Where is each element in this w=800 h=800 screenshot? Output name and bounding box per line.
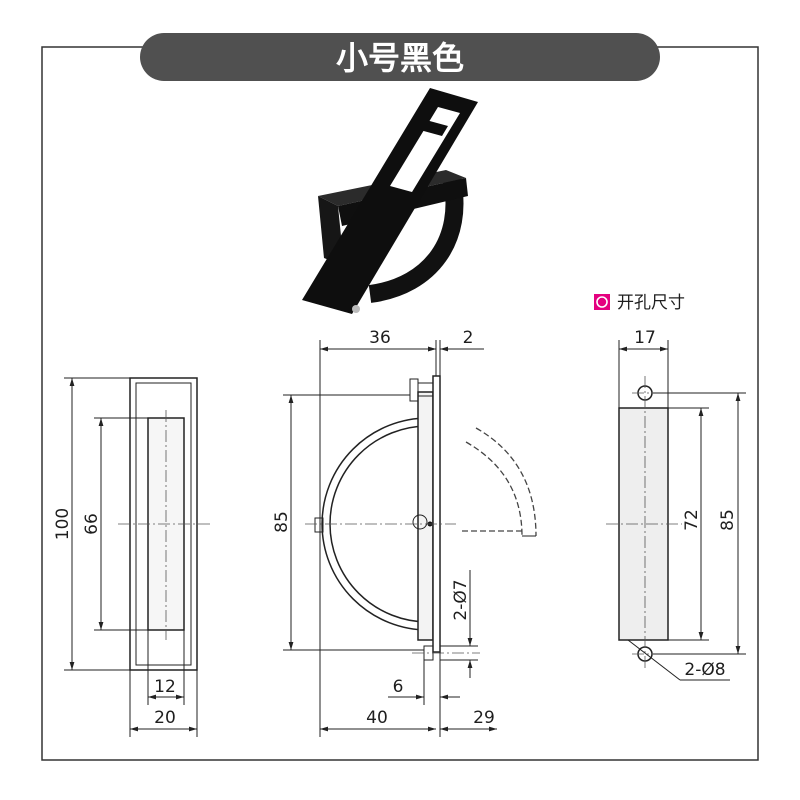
- cutout-view: 17 72 85 2-Ø8: [606, 328, 746, 681]
- dim-front-slot-height: 66: [82, 417, 148, 631]
- dim-side-pin-offset: 6: [388, 652, 460, 737]
- dim-front-total-height: 100: [53, 377, 130, 671]
- dim-front-slot-width: 12: [147, 630, 185, 705]
- dim-side-pin-diameter: 2-Ø7: [440, 570, 478, 678]
- dim-label: 29: [473, 708, 495, 728]
- dim-label: 6: [393, 677, 404, 697]
- product-photo: [302, 88, 478, 314]
- swung-handle-outline-inner: [465, 441, 523, 537]
- dim-front-total-width: 20: [129, 670, 198, 737]
- dim-label: 12: [154, 677, 176, 697]
- dim-label: 40: [366, 708, 388, 728]
- pivot-ring: [412, 514, 428, 530]
- side-view: 36 2 85 2-Ø7 6: [272, 328, 537, 737]
- dim-cutout-hole-spacing: 85: [653, 392, 746, 655]
- top-nut: [417, 382, 434, 397]
- dim-label: 2: [463, 328, 474, 348]
- dim-label: 72: [682, 509, 702, 531]
- legend-label: 开孔尺寸: [617, 293, 685, 313]
- dim-label: 66: [82, 513, 102, 535]
- title-background: [140, 33, 660, 81]
- dim-cutout-width: 17: [618, 328, 669, 408]
- dim-cutout-slot-height: 72: [668, 407, 709, 641]
- plate-latch: [420, 120, 448, 136]
- dim-label: 85: [718, 509, 738, 531]
- front-view: 100 66 12 20: [53, 377, 210, 737]
- dim-cutout-hole-diameter: 2-Ø8: [627, 639, 730, 681]
- dim-side-depth-left: 40: [320, 708, 436, 732]
- legend: 开孔尺寸: [594, 293, 685, 313]
- dim-side-height: 85: [272, 394, 424, 651]
- handle-arc-outer: [321, 417, 429, 631]
- top-screw: [409, 378, 419, 402]
- dim-label: 85: [272, 511, 292, 533]
- page-title: 小号黑色: [336, 39, 464, 77]
- title-pill: 小号黑色: [140, 33, 660, 81]
- screw-icon: [352, 305, 360, 313]
- dim-side-depth-right: 29: [440, 708, 497, 732]
- hole-marker-circle: [596, 296, 608, 308]
- side-base: [417, 391, 434, 641]
- swung-handle-outline: [475, 427, 537, 537]
- front-inner-border: [135, 382, 192, 666]
- dim-label: 100: [53, 508, 73, 540]
- handle-tab: [314, 517, 324, 533]
- dim-label: 17: [634, 328, 656, 348]
- dim-side-plate-thickness: 2: [414, 328, 484, 376]
- dim-label: 2-Ø8: [684, 660, 725, 680]
- side-plate: [432, 375, 441, 653]
- dim-label: 36: [369, 328, 391, 348]
- dim-label: 20: [154, 708, 176, 728]
- handle-ring: [368, 178, 464, 303]
- dim-label: 2-Ø7: [451, 579, 471, 620]
